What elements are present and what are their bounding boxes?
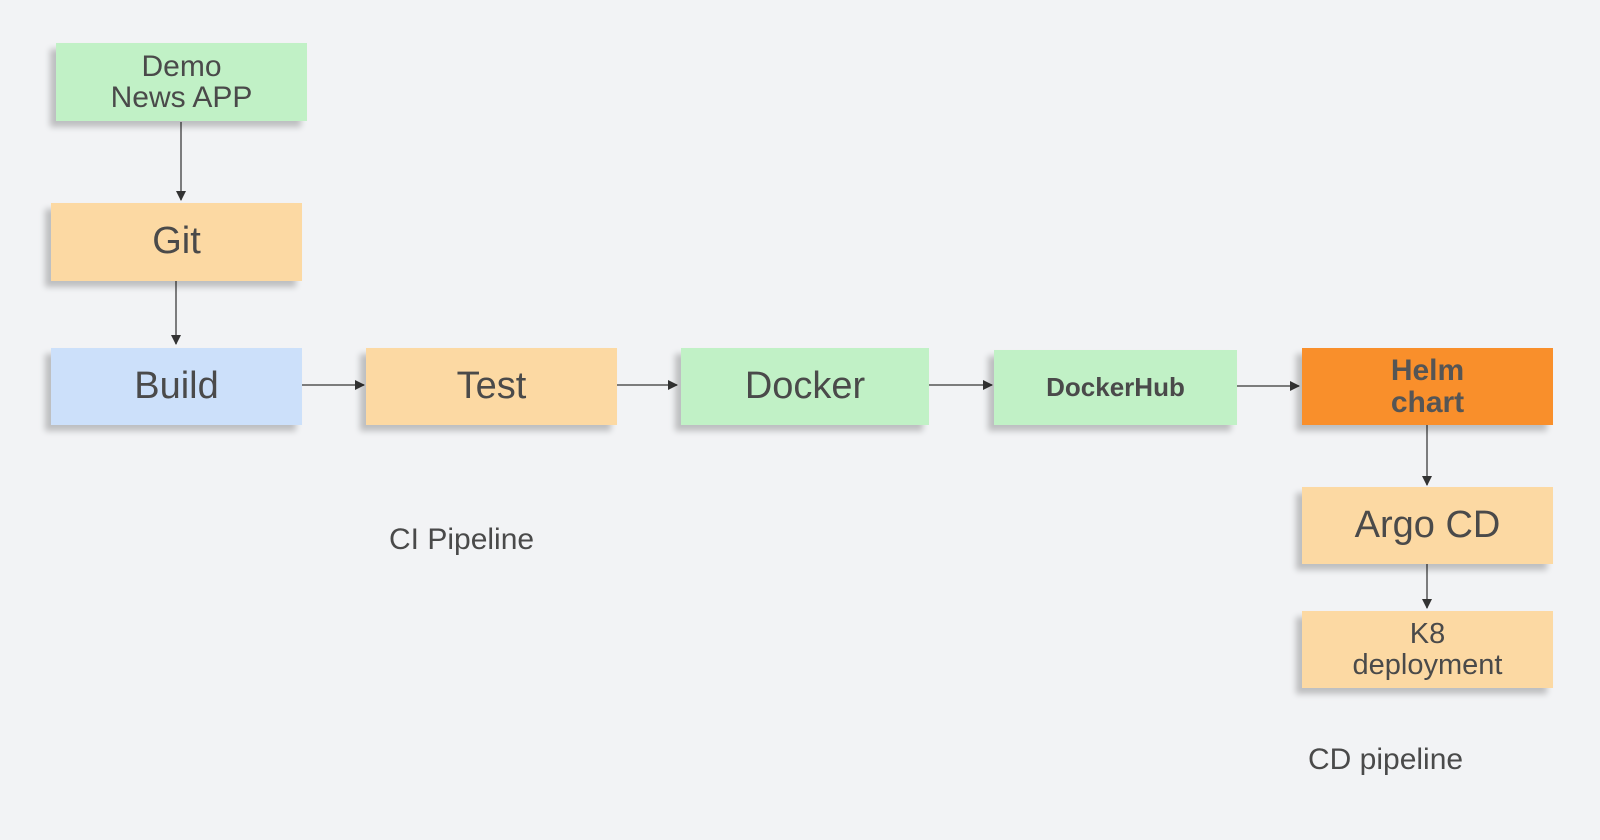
caption-cd-pipeline: CD pipeline bbox=[1308, 743, 1464, 776]
node-build: Build bbox=[51, 348, 302, 425]
node-dockerhub: DockerHub bbox=[994, 350, 1237, 425]
node-helm-line2: chart bbox=[1390, 385, 1465, 419]
node-argo-cd: Argo CD bbox=[1302, 487, 1553, 564]
node-helm-chart: Helm chart bbox=[1302, 348, 1553, 425]
node-helm-line1: Helm bbox=[1390, 354, 1465, 387]
node-k8-line2: deployment bbox=[1352, 648, 1503, 681]
node-demo-line2: News APP bbox=[110, 81, 253, 114]
node-argocd-label: Argo CD bbox=[1354, 503, 1501, 546]
node-git-label: Git bbox=[152, 220, 201, 263]
node-k8-deployment: K8 deployment bbox=[1302, 611, 1553, 688]
node-test-label: Test bbox=[456, 364, 527, 407]
node-git: Git bbox=[51, 203, 302, 281]
node-test: Test bbox=[366, 348, 617, 425]
caption-ci-pipeline: CI Pipeline bbox=[389, 523, 535, 556]
node-docker: Docker bbox=[681, 348, 929, 425]
node-k8-line1: K8 bbox=[1409, 618, 1446, 651]
node-build-label: Build bbox=[134, 364, 219, 407]
node-demo-line1: Demo bbox=[141, 49, 222, 83]
node-demo-news-app: Demo News APP bbox=[56, 43, 307, 121]
node-docker-label: Docker bbox=[744, 364, 866, 407]
node-dockerhub-label: DockerHub bbox=[1046, 371, 1185, 402]
